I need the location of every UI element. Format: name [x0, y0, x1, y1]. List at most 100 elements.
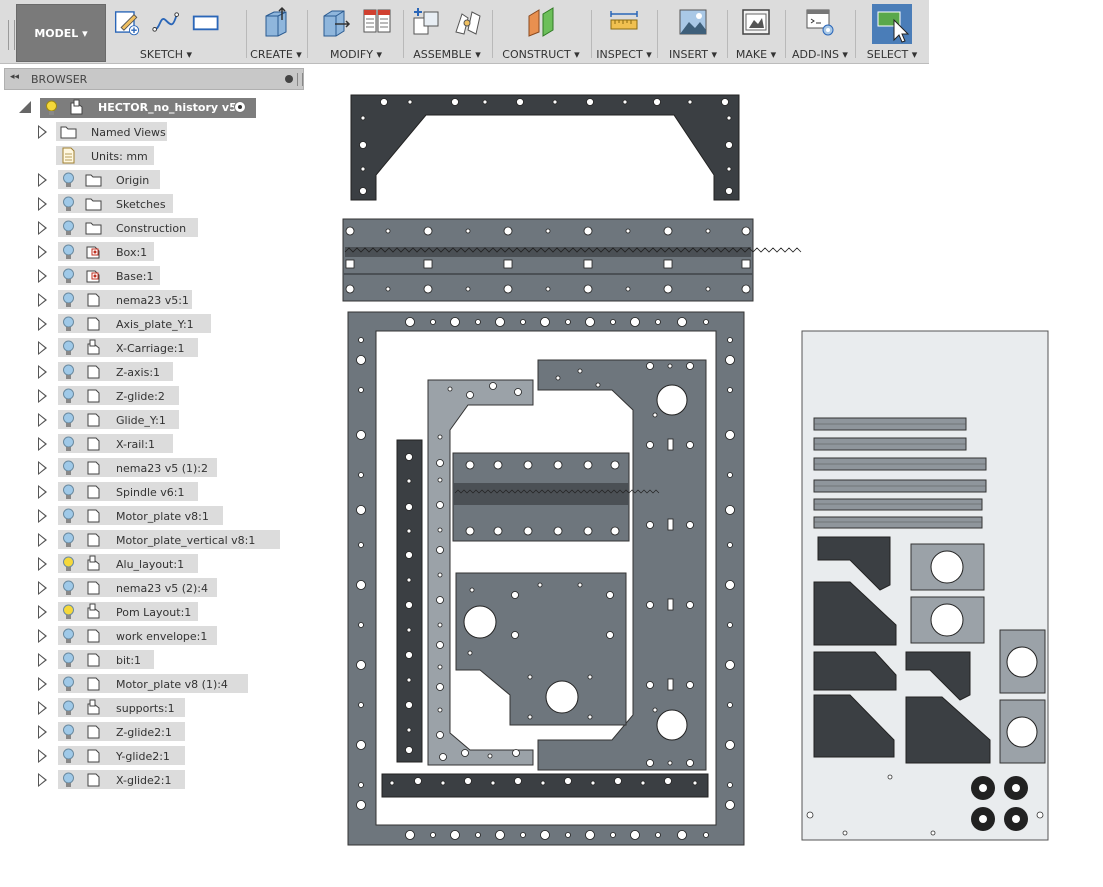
tree-item[interactable]: X-Carriage:1 [0, 336, 300, 360]
visibility-bulb-icon[interactable] [62, 244, 75, 260]
workspace-switcher-button[interactable]: MODEL ▾ [16, 4, 106, 62]
insert-image-icon[interactable] [677, 6, 709, 38]
visibility-bulb-icon[interactable] [45, 100, 58, 116]
measure-icon[interactable] [608, 6, 640, 38]
visibility-bulb-icon[interactable] [62, 700, 75, 716]
visibility-bulb-icon[interactable] [62, 268, 75, 284]
make-group[interactable]: MAKE ▾ [730, 4, 782, 62]
visibility-bulb-icon[interactable] [62, 532, 75, 548]
tree-item[interactable]: bit:1 [0, 648, 300, 672]
expand-triangle-icon[interactable] [38, 269, 47, 283]
construct-menu[interactable]: CONSTRUCT ▾ [502, 48, 580, 61]
visibility-bulb-icon[interactable] [62, 580, 75, 596]
visibility-bulb-icon[interactable] [62, 316, 75, 332]
tree-item[interactable]: nema23 v5 (2):4 [0, 576, 300, 600]
expand-triangle-icon[interactable] [38, 245, 47, 259]
visibility-bulb-icon[interactable] [62, 220, 75, 236]
expand-triangle-icon[interactable] [38, 653, 47, 667]
3d-print-icon[interactable] [740, 6, 772, 38]
expand-triangle-icon[interactable] [38, 413, 47, 427]
expand-triangle-icon[interactable] [38, 173, 47, 187]
expand-triangle-icon[interactable] [38, 461, 47, 475]
expand-triangle-icon[interactable] [38, 389, 47, 403]
expand-triangle-icon[interactable] [38, 701, 47, 715]
assemble-menu[interactable]: ASSEMBLE ▾ [413, 48, 481, 61]
tree-item[interactable]: Z-axis:1 [0, 360, 300, 384]
visibility-bulb-icon[interactable] [62, 556, 75, 572]
expand-triangle-icon[interactable] [38, 773, 47, 787]
expand-triangle-icon[interactable] [38, 221, 47, 235]
tree-item[interactable]: Pom Layout:1 [0, 600, 300, 624]
expand-triangle-icon[interactable] [38, 581, 47, 595]
tree-item[interactable]: Motor_plate v8:1 [0, 504, 300, 528]
visibility-bulb-icon[interactable] [62, 604, 75, 620]
tree-item[interactable]: X-rail:1 [0, 432, 300, 456]
mid-gray-plate-part[interactable] [537, 359, 707, 771]
add-ins-group[interactable]: ADD-INS ▾ [788, 4, 852, 62]
toolbar-grip[interactable] [8, 20, 15, 50]
create-sketch-icon[interactable] [112, 6, 141, 38]
activate-radio-icon[interactable] [234, 101, 246, 113]
assemble-group[interactable]: ASSEMBLE ▾ [406, 4, 488, 62]
tree-item[interactable]: Box:1 [0, 240, 300, 264]
sketch-menu[interactable]: SKETCH ▾ [139, 48, 193, 61]
visibility-bulb-icon[interactable] [62, 292, 75, 308]
select-group[interactable]: SELECT ▾ [862, 4, 922, 62]
expand-triangle-icon[interactable] [38, 677, 47, 691]
collapse-triangle-icon[interactable] [19, 101, 31, 113]
visibility-bulb-icon[interactable] [62, 364, 75, 380]
visibility-bulb-icon[interactable] [62, 412, 75, 428]
design-canvas[interactable] [330, 85, 1060, 855]
expand-triangle-icon[interactable] [38, 725, 47, 739]
create-group[interactable]: CREATE ▾ [248, 4, 304, 62]
expand-triangle-icon[interactable] [38, 341, 47, 355]
scripts-addins-icon[interactable] [804, 6, 836, 38]
visibility-bulb-icon[interactable] [62, 484, 75, 500]
light-gray-plate-part[interactable] [427, 379, 534, 766]
visibility-bulb-icon[interactable] [62, 652, 75, 668]
inner-rail-part[interactable] [452, 452, 660, 542]
visibility-bulb-icon[interactable] [62, 748, 75, 764]
create-menu[interactable]: CREATE ▾ [250, 48, 302, 61]
visibility-bulb-icon[interactable] [62, 628, 75, 644]
extrude-icon[interactable] [260, 6, 292, 38]
inspect-group[interactable]: INSPECT ▾ [594, 4, 654, 62]
base-frame-part[interactable] [347, 311, 745, 846]
visibility-bulb-icon[interactable] [62, 772, 75, 788]
press-pull-icon[interactable] [319, 6, 351, 38]
tree-item[interactable]: nema23 v5:1 [0, 288, 300, 312]
visibility-bulb-icon[interactable] [62, 724, 75, 740]
tree-item[interactable]: supports:1 [0, 696, 300, 720]
insert-group[interactable]: INSERT ▾ [662, 4, 724, 62]
expand-triangle-icon[interactable] [38, 437, 47, 451]
expand-triangle-icon[interactable] [38, 365, 47, 379]
visibility-bulb-icon[interactable] [62, 196, 75, 212]
make-menu[interactable]: MAKE ▾ [735, 48, 777, 61]
tree-item[interactable]: X-glide2:1 [0, 768, 300, 792]
expand-triangle-icon[interactable] [38, 557, 47, 571]
collapse-browser-icon[interactable]: ◂◂ [10, 72, 20, 82]
select-icon[interactable] [872, 4, 912, 44]
tree-item[interactable]: Motor_plate v8 (1):4 [0, 672, 300, 696]
visibility-bulb-icon[interactable] [62, 508, 75, 524]
spline-icon[interactable] [151, 6, 180, 38]
tree-root[interactable]: HECTOR_no_history v5 [0, 96, 300, 120]
tree-item[interactable]: work envelope:1 [0, 624, 300, 648]
browser-pin-icon[interactable] [297, 73, 303, 86]
bottom-dark-bar-part[interactable] [381, 773, 709, 798]
expand-triangle-icon[interactable] [38, 317, 47, 331]
expand-triangle-icon[interactable] [38, 629, 47, 643]
expand-triangle-icon[interactable] [38, 125, 47, 139]
construct-group[interactable]: CONSTRUCT ▾ [494, 4, 588, 62]
visibility-bulb-icon[interactable] [62, 340, 75, 356]
expand-triangle-icon[interactable] [38, 605, 47, 619]
tree-item[interactable]: Construction [0, 216, 300, 240]
sketch-group[interactable]: SKETCH ▾ [112, 4, 220, 62]
expand-triangle-icon[interactable] [38, 509, 47, 523]
offset-plane-icon[interactable] [525, 6, 557, 38]
visibility-bulb-icon[interactable] [62, 460, 75, 476]
tree-item[interactable]: Axis_plate_Y:1 [0, 312, 300, 336]
inspect-menu[interactable]: INSPECT ▾ [596, 48, 652, 61]
visibility-bulb-icon[interactable] [62, 676, 75, 692]
expand-triangle-icon[interactable] [38, 749, 47, 763]
